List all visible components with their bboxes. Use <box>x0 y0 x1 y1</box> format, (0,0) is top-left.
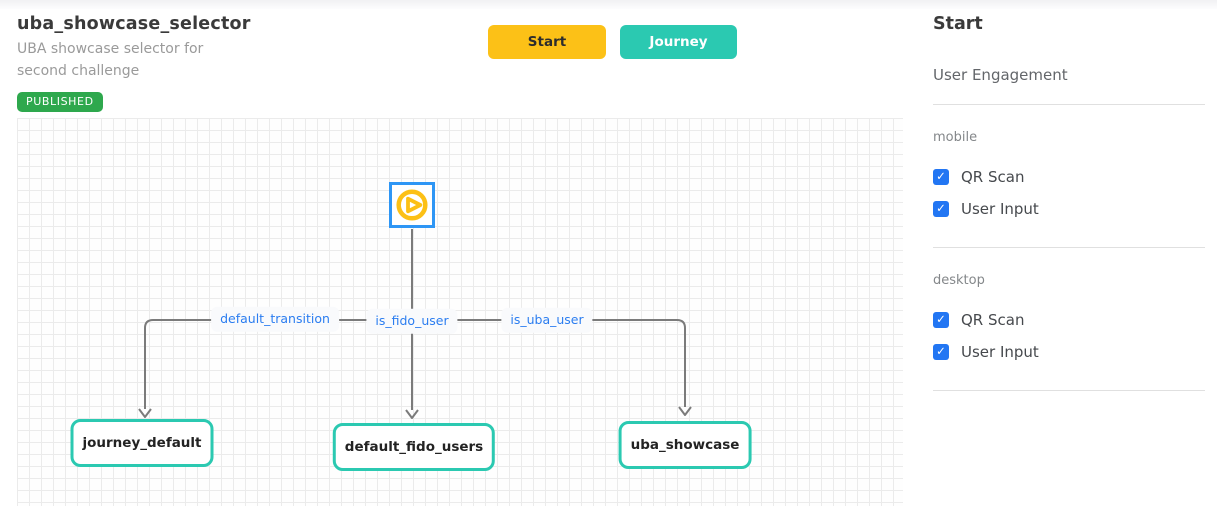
checkbox-checked-icon[interactable] <box>933 201 949 217</box>
start-node[interactable] <box>389 182 435 228</box>
checkbox-row-mobile-qr-scan[interactable]: QR Scan <box>933 167 1205 187</box>
play-icon <box>396 189 428 221</box>
checkbox-label: User Input <box>961 200 1039 218</box>
checkbox-row-desktop-qr-scan[interactable]: QR Scan <box>933 310 1205 330</box>
checkbox-checked-icon[interactable] <box>933 312 949 328</box>
checkbox-checked-icon[interactable] <box>933 169 949 185</box>
panel-title: Start <box>933 14 983 34</box>
arrowhead-icon <box>138 408 152 418</box>
checkbox-label: User Input <box>961 343 1039 361</box>
edge-label-is-fido-user[interactable]: is_fido_user <box>366 308 458 334</box>
page-title: uba_showcase_selector <box>17 14 251 34</box>
top-edge-shadow <box>0 0 1217 9</box>
checkbox-checked-icon[interactable] <box>933 344 949 360</box>
checkbox-row-desktop-user-input[interactable]: User Input <box>933 342 1205 362</box>
divider <box>933 390 1205 391</box>
start-button[interactable]: Start <box>488 25 606 59</box>
arrowhead-icon <box>678 406 692 416</box>
page-subtitle: UBA showcase selector for second challen… <box>17 41 204 79</box>
section-label-desktop: desktop <box>933 273 985 288</box>
node-settings-panel: Start User Engagement mobile QR Scan Use… <box>933 12 1205 391</box>
edge-label-is-uba-user[interactable]: is_uba_user <box>501 307 593 333</box>
arrowhead-icon <box>405 409 419 419</box>
node-default-fido-users[interactable]: default_fido_users <box>332 423 496 471</box>
journey-button[interactable]: Journey <box>620 25 737 59</box>
edge-is-uba-user <box>412 319 686 407</box>
divider <box>933 247 1205 248</box>
node-journey-default[interactable]: journey_default <box>70 419 214 467</box>
panel-subtitle: User Engagement <box>933 66 1068 84</box>
status-badge: PUBLISHED <box>17 92 103 113</box>
checkbox-row-mobile-user-input[interactable]: User Input <box>933 199 1205 219</box>
edge-label-default-transition[interactable]: default_transition <box>211 306 339 332</box>
journey-header: uba_showcase_selector UBA showcase selec… <box>17 14 262 113</box>
checkbox-label: QR Scan <box>961 168 1025 186</box>
edge-default-transition <box>144 319 412 409</box>
section-label-mobile: mobile <box>933 130 978 145</box>
checkbox-label: QR Scan <box>961 311 1025 329</box>
flow-canvas[interactable]: default_transition is_fido_user is_uba_u… <box>17 118 903 506</box>
divider <box>933 104 1205 105</box>
node-uba-showcase[interactable]: uba_showcase <box>618 421 752 469</box>
